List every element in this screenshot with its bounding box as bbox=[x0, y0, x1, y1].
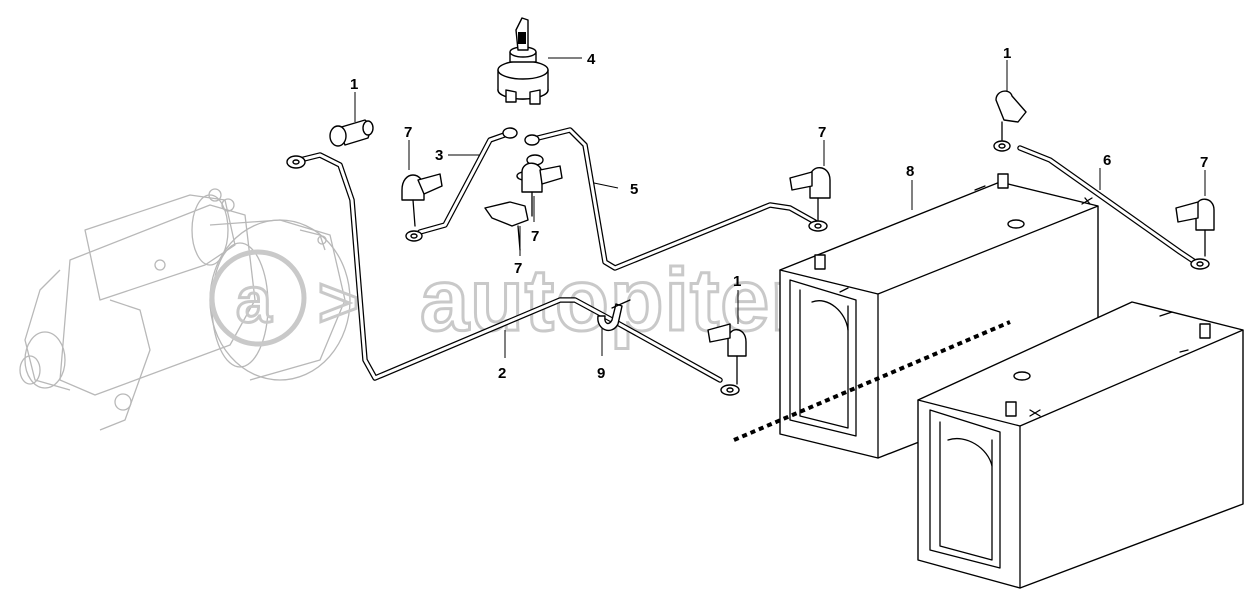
battery-front bbox=[917, 301, 1244, 589]
label-cap-right: 7 bbox=[1200, 154, 1208, 171]
caps bbox=[329, 90, 1215, 385]
leaders bbox=[354, 57, 1206, 358]
label-ground-cable: 2 bbox=[498, 365, 506, 382]
label-long-cable: 5 bbox=[630, 181, 638, 198]
label-short-cable: 3 bbox=[435, 147, 443, 164]
cable-5 bbox=[527, 127, 818, 271]
clamp-9 bbox=[597, 299, 631, 332]
battery-switch bbox=[497, 17, 549, 105]
label-cap-switch-mid: 7 bbox=[531, 228, 539, 245]
label-center-cap: 1 bbox=[733, 273, 741, 290]
label-clamp: 9 bbox=[597, 365, 605, 382]
label-cap-battery: 7 bbox=[818, 124, 826, 141]
label-cap-left: 7 bbox=[404, 124, 412, 141]
label-starter-cap: 1 bbox=[350, 76, 358, 93]
svg-text:a: a bbox=[236, 264, 273, 336]
label-jumper-cable: 6 bbox=[1103, 152, 1111, 169]
label-battery-front: 8 bbox=[906, 163, 914, 180]
label-cap-switch-bottom: 7 bbox=[514, 260, 522, 277]
starter-motor bbox=[19, 188, 351, 431]
part-labels: 1 7 3 4 5 7 7 7 8 1 6 7 1 2 9 bbox=[350, 45, 1208, 382]
label-switch: 4 bbox=[587, 51, 596, 68]
svg-text:>: > bbox=[318, 263, 360, 341]
cables bbox=[297, 127, 1198, 383]
label-right-cap: 1 bbox=[1003, 45, 1011, 62]
